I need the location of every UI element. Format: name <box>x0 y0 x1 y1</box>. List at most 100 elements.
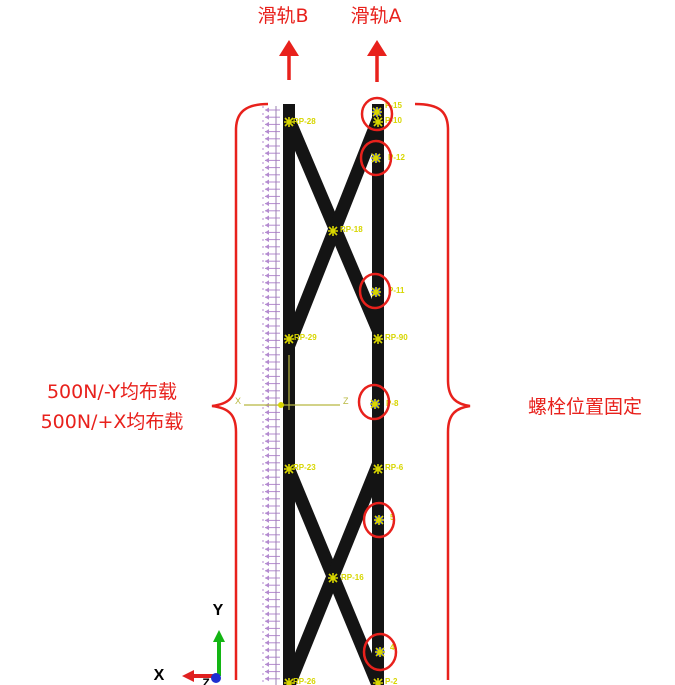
load-arrow-head <box>265 589 269 595</box>
rp-label: RP-18 <box>340 225 363 234</box>
bolt-markers <box>370 107 385 657</box>
load-arrow-head <box>265 582 269 588</box>
rp-marker: P-2 <box>385 677 398 685</box>
load-arrow-head <box>265 251 269 257</box>
junction-star <box>373 678 383 685</box>
load-arrow-head <box>265 107 269 113</box>
rail-a-label: 滑轨A <box>351 5 402 27</box>
load-arrow-head <box>265 467 269 473</box>
rp-label: P-12 <box>388 153 405 162</box>
reference-points: P-15 P-10 RP-28 P-12 RP-18 P-11 RP-29 RP… <box>293 101 408 685</box>
load-arrow-head <box>265 337 269 343</box>
load-arrow-head <box>265 143 269 149</box>
bolt-fixed-annotation: 螺栓位置固定 <box>528 396 642 418</box>
load-annotation-line-2: 500N/+X均布载 <box>41 411 184 433</box>
load-arrow-head <box>265 136 269 142</box>
load-arrow-head <box>265 201 269 207</box>
bolt-star <box>375 647 385 657</box>
rp-label: P-8 <box>386 399 399 408</box>
load-arrow-head <box>265 345 269 351</box>
rp-label: 4 <box>390 643 395 652</box>
bolt-star <box>371 153 381 163</box>
load-arrow-head <box>265 287 269 293</box>
rp-label: P-15 <box>385 101 402 110</box>
rp-label: RP-26 <box>293 677 316 685</box>
load-arrow-head <box>265 186 269 192</box>
load-arrow-head <box>265 496 269 502</box>
rp-marker: 5 <box>390 513 395 522</box>
rail-a-member <box>372 104 384 685</box>
load-arrow-head <box>265 460 269 466</box>
junction-star <box>373 334 383 344</box>
bolt-circle <box>359 139 393 177</box>
rp-label: P-11 <box>388 286 405 295</box>
rp-marker: RP-16 <box>341 573 364 582</box>
load-arrow-head <box>265 561 269 567</box>
rp-marker: RP-26 <box>293 677 316 685</box>
load-arrow-head <box>265 553 269 559</box>
load-arrow-head <box>265 539 269 545</box>
bolt-star <box>371 287 381 297</box>
load-arrow-head <box>265 633 269 639</box>
junction-star <box>284 464 294 474</box>
load-arrow-head <box>265 208 269 214</box>
load-arrow-head <box>265 417 269 423</box>
load-arrow-head <box>265 640 269 646</box>
load-arrow-head <box>265 121 269 127</box>
load-arrow-head <box>265 654 269 660</box>
rp-marker: P-10 <box>385 116 402 125</box>
rp-marker: RP-29 <box>294 333 317 342</box>
rail-a-up-arrow <box>367 40 387 82</box>
load-arrow-head <box>265 424 269 430</box>
load-arrow-head <box>265 676 269 682</box>
bolt-highlight-circles <box>357 96 398 672</box>
right-brace <box>414 102 471 680</box>
load-arrow-head <box>265 280 269 286</box>
load-arrow-head <box>265 157 269 163</box>
load-arrow-head <box>265 381 269 387</box>
bolt-star <box>370 399 380 409</box>
load-arrow-head <box>265 597 269 603</box>
rp-label: RP-28 <box>293 117 316 126</box>
load-arrow-head <box>265 316 269 322</box>
load-arrow-head <box>265 604 269 610</box>
left-brace <box>211 102 269 680</box>
rp-label: RP-90 <box>385 333 408 342</box>
load-arrow-head <box>265 431 269 437</box>
junction-star <box>373 464 383 474</box>
rp-label: RP-6 <box>385 463 404 472</box>
load-arrow-head <box>265 510 269 516</box>
rp-marker: RP-23 <box>293 463 316 472</box>
junction-star <box>328 573 338 583</box>
rp-marker: P-15 <box>385 101 402 110</box>
load-arrow-head <box>265 229 269 235</box>
load-arrow-head <box>265 114 269 120</box>
bolt-circle <box>362 632 398 672</box>
load-arrow-head <box>265 244 269 250</box>
rp-label: 5 <box>390 513 395 522</box>
load-arrow-head <box>265 258 269 264</box>
rp-marker: P-8 <box>386 399 399 408</box>
load-arrow-head <box>265 215 269 221</box>
bolt-circle <box>360 96 394 132</box>
triad-y-label: Y <box>213 602 224 619</box>
load-arrow-head <box>265 222 269 228</box>
load-arrow-head <box>265 568 269 574</box>
load-arrow-head <box>265 474 269 480</box>
load-arrow-head <box>265 409 269 415</box>
load-arrow-head <box>265 503 269 509</box>
load-arrow-head <box>265 352 269 358</box>
load-arrow-head <box>265 517 269 523</box>
rp-label: RP-23 <box>293 463 316 472</box>
section-z-label: Z <box>343 396 349 406</box>
triad-x-label: X <box>154 667 165 684</box>
load-arrow-head <box>265 611 269 617</box>
junction-star <box>373 117 383 127</box>
load-arrow-head <box>265 489 269 495</box>
load-arrow-head <box>265 193 269 199</box>
load-arrow-head <box>265 453 269 459</box>
load-arrow-head <box>265 301 269 307</box>
load-arrow-head <box>265 618 269 624</box>
junction-star <box>328 226 338 236</box>
